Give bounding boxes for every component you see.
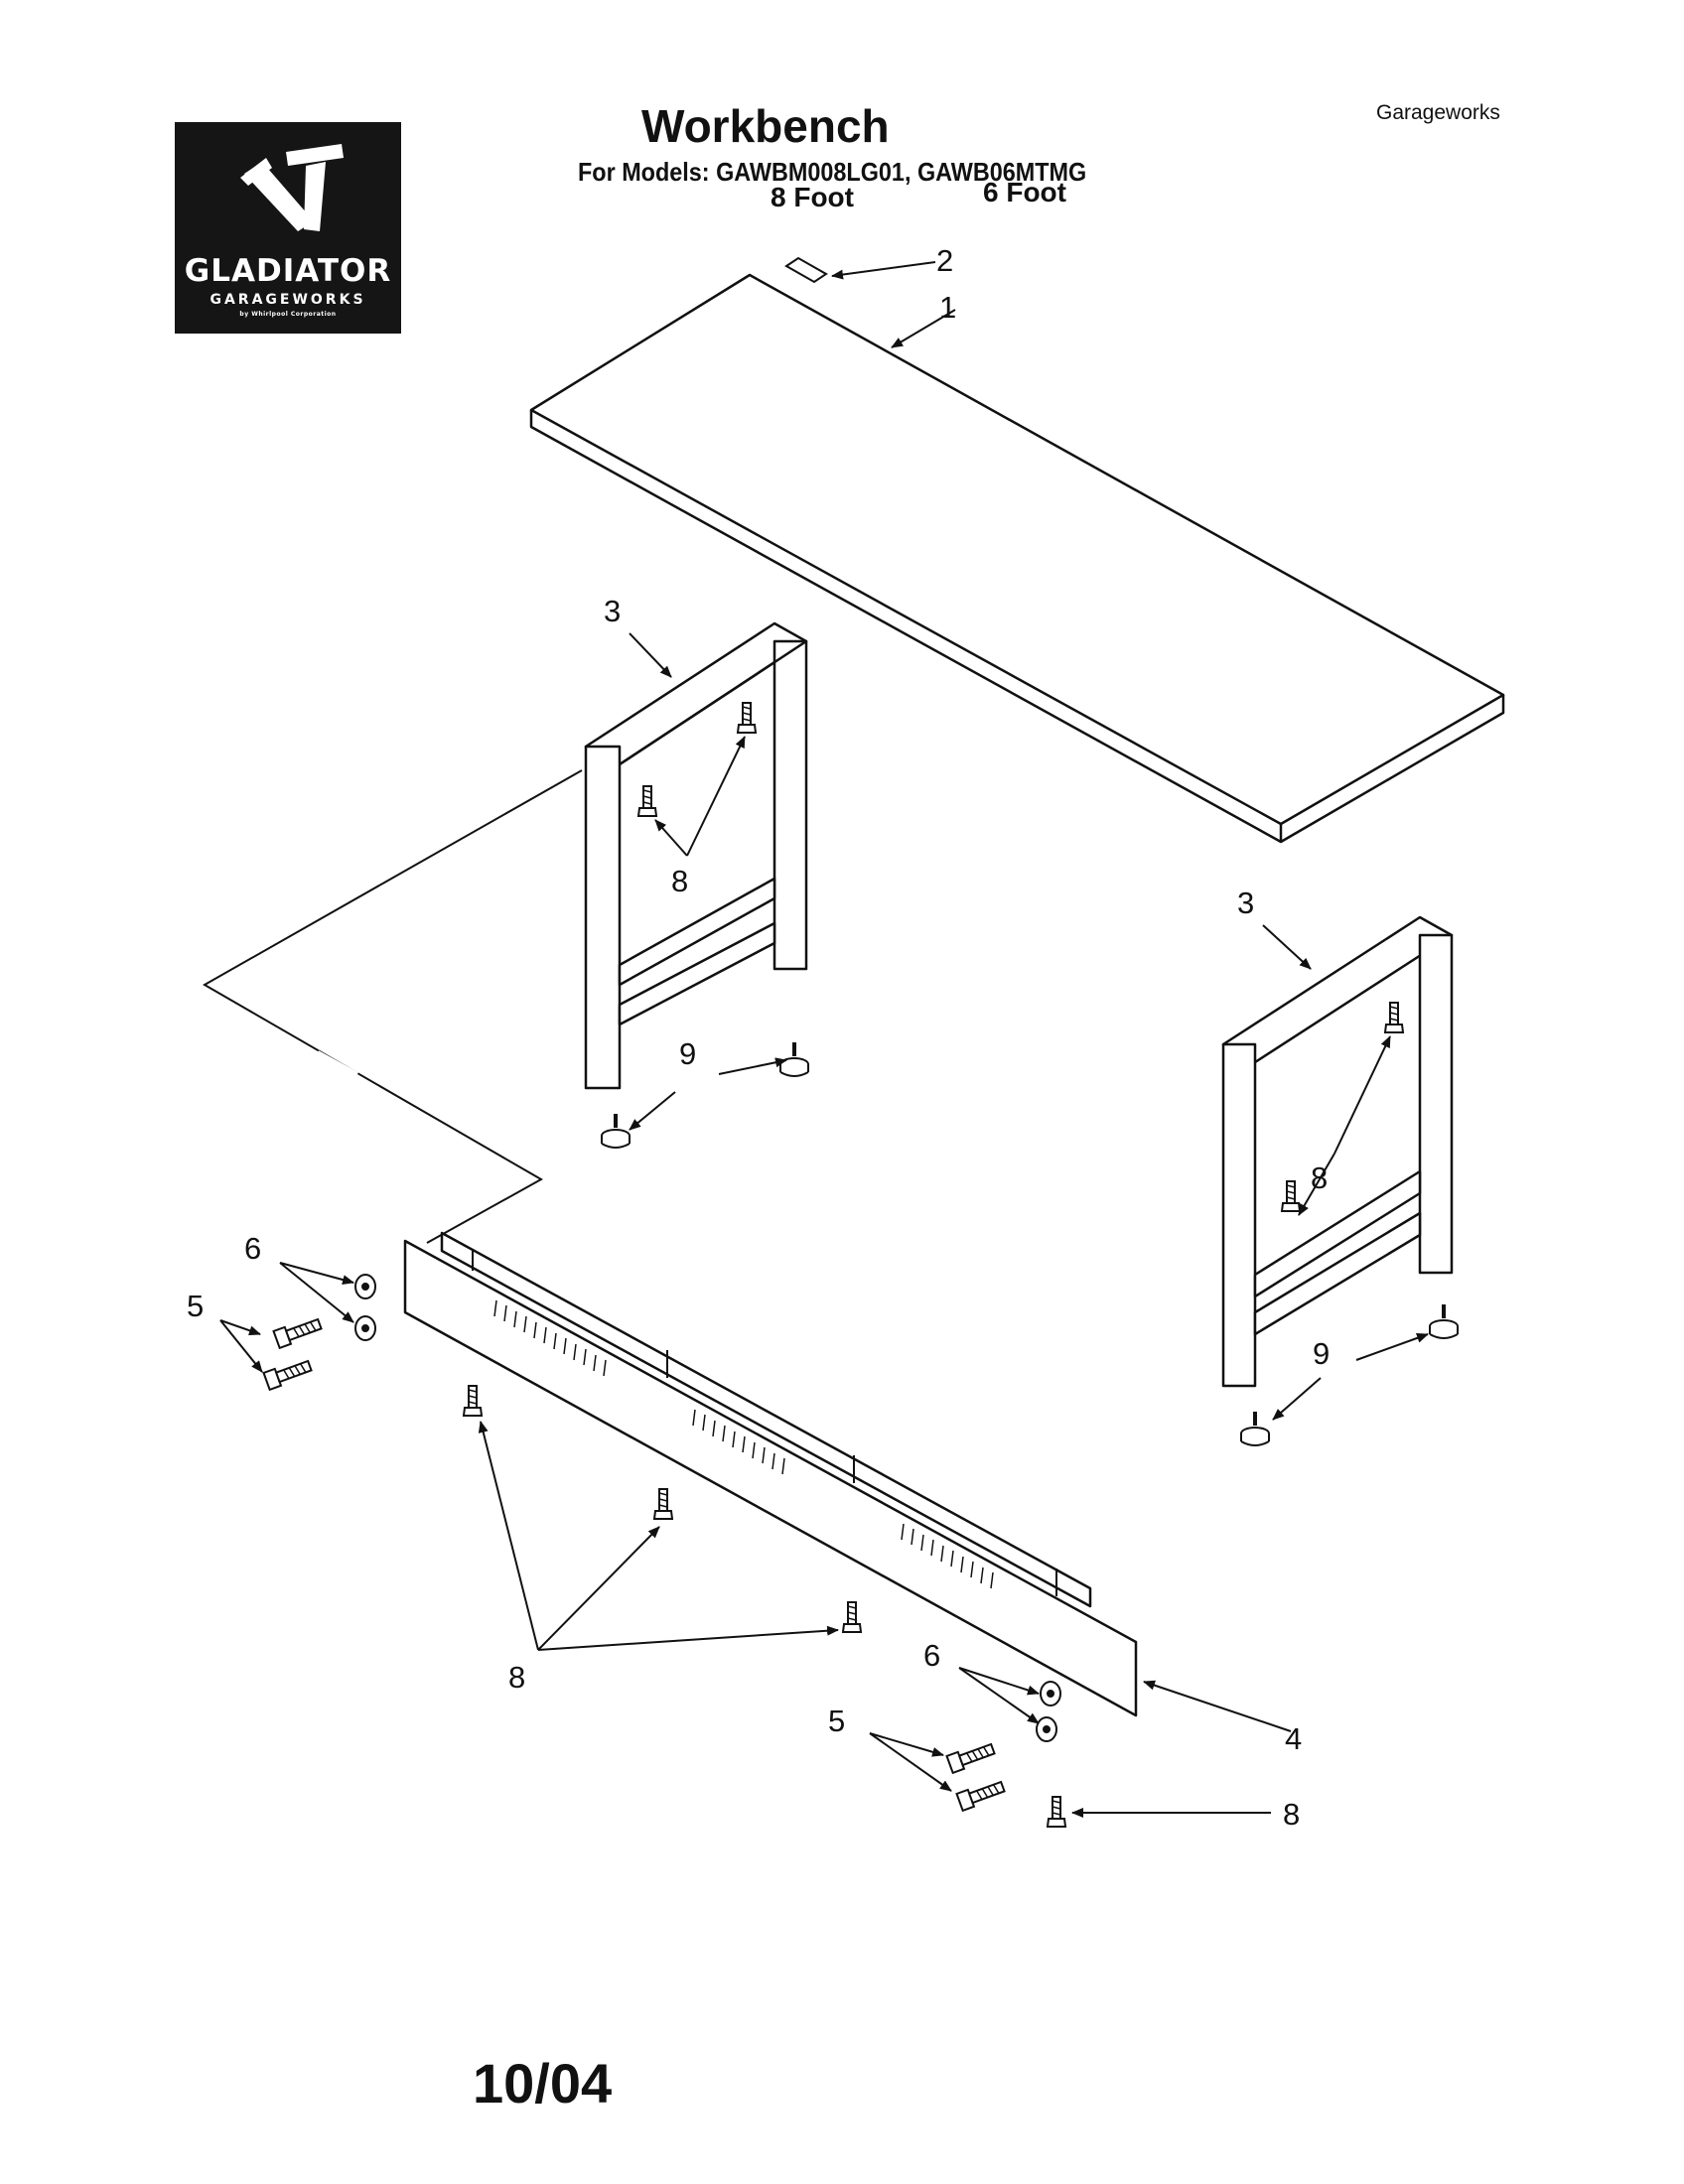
leader-lines xyxy=(219,261,1429,1818)
callout-1: 1 xyxy=(939,290,956,325)
callout-9-left: 9 xyxy=(679,1036,696,1071)
callout-8-rail: 8 xyxy=(508,1660,525,1695)
callout-5-right: 5 xyxy=(828,1704,845,1738)
callout-8-bottom: 8 xyxy=(1283,1797,1300,1832)
callout-8-right-frame: 8 xyxy=(1311,1160,1328,1195)
leg-frame-right xyxy=(1221,915,1454,1388)
models-line: For Models: GAWBM008LG01, GAWB06MTMG xyxy=(578,157,1087,187)
callout-6-right: 6 xyxy=(923,1638,940,1673)
assembly-reference-lines xyxy=(202,769,583,1244)
worktop xyxy=(529,273,1505,844)
brand-label: Garageworks xyxy=(1376,101,1500,124)
callout-9-right: 9 xyxy=(1313,1336,1330,1371)
revision-date: 10/04 xyxy=(473,2052,613,2115)
callout-2: 2 xyxy=(936,243,953,278)
label-plate xyxy=(784,256,828,284)
size-8-foot: 8 Foot xyxy=(771,182,854,212)
page-title: Workbench xyxy=(641,100,890,152)
logo-tagline: by Whirlpool Corporation xyxy=(239,311,337,318)
callout-6-left: 6 xyxy=(244,1231,261,1266)
gladiator-logo: GLADIATOR GARAGEWORKS by Whirlpool Corpo… xyxy=(175,122,401,334)
back-rail xyxy=(403,1231,1138,1717)
leg-frame-left xyxy=(584,621,808,1090)
callout-4: 4 xyxy=(1285,1721,1302,1756)
size-6-foot: 6 Foot xyxy=(983,177,1066,207)
crossed-hammers-logo-icon xyxy=(240,144,344,231)
logo-name: GLADIATOR xyxy=(184,253,392,289)
logo-subtitle: GARAGEWORKS xyxy=(210,292,366,308)
callout-5-left: 5 xyxy=(187,1289,204,1323)
washers xyxy=(354,1274,1061,1742)
callout-3-left: 3 xyxy=(604,594,621,628)
callout-3-right: 3 xyxy=(1237,886,1254,920)
callout-8-left-frame: 8 xyxy=(671,864,688,898)
